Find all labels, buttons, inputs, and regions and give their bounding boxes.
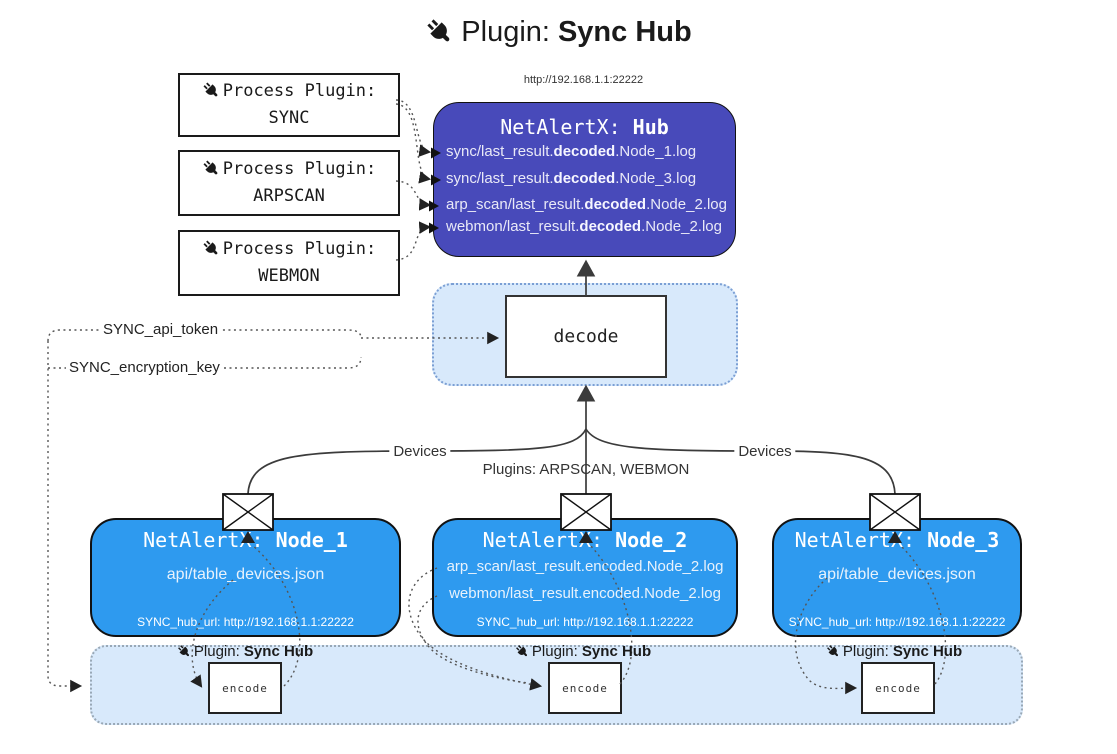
edge-label-devices-left: Devices [389, 443, 451, 460]
node-title: NetAlertX: Node_3 [774, 528, 1020, 552]
plug-icon [174, 641, 195, 662]
hub-title-name: Hub [632, 115, 669, 139]
node-title-name: Node_3 [927, 528, 1000, 552]
entry-post: .Node_3.log [615, 170, 697, 187]
connector-sync-node1 [395, 99, 432, 157]
node-title-prefix: NetAlertX: [482, 528, 616, 552]
decode-box: decode [505, 295, 667, 378]
entry-pre: arp_scan/last_result. [446, 196, 585, 213]
entry-pre: sync/last_result. [446, 143, 554, 160]
hub-box: NetAlertX: Hub sync/last_result.decoded.… [433, 102, 736, 257]
entry-post: .Node_1.log [615, 143, 697, 160]
band-label-prefix: Plugin: [193, 643, 240, 660]
band-label-2: Plugin: Sync Hub [515, 643, 651, 660]
band-label-name: Sync Hub [243, 643, 314, 660]
process-plugin-sync: Process Plugin: SYNC [178, 73, 400, 137]
hub-entry: webmon/last_result.decoded.Node_2.log [446, 218, 734, 240]
process-plugin-label-text: Process Plugin: [222, 81, 377, 101]
band-label-prefix: Plugin: [531, 643, 578, 660]
band-label-name: Sync Hub [581, 643, 652, 660]
entry-bold: decoded [584, 196, 647, 213]
entry-pre: sync/last_result. [446, 170, 554, 187]
process-plugin-label: Process Plugin: [202, 236, 377, 263]
node-3-box: NetAlertX: Node_3 api/table_devices.json… [772, 518, 1022, 637]
entry-bold: decoded [579, 218, 642, 235]
node-title: NetAlertX: Node_2 [434, 528, 736, 552]
encode-box-1: encode [208, 662, 282, 714]
connector-webmon [395, 221, 432, 261]
process-plugin-label-text: Process Plugin: [222, 159, 377, 179]
entry-pre: webmon/last_result. [446, 218, 580, 235]
node-file: api/table_devices.json [166, 566, 325, 583]
node-1-box: NetAlertX: Node_1 api/table_devices.json… [90, 518, 401, 637]
keys-to-band-line [47, 341, 83, 693]
node-title-prefix: NetAlertX: [143, 528, 276, 552]
node-file: webmon/last_result.encoded.Node_2.log [449, 585, 721, 602]
entry-post: .Node_2.log [641, 218, 722, 235]
title-prefix: Plugin: [461, 16, 550, 48]
node-title: NetAlertX: Node_1 [92, 528, 399, 552]
plug-icon [198, 155, 225, 182]
edge-label-devices-right: Devices [734, 443, 796, 460]
process-plugin-name: WEBMON [258, 266, 320, 286]
entry-bold: decoded [553, 143, 616, 160]
process-plugin-label-text: Process Plugin: [222, 239, 377, 259]
node-2-box: NetAlertX: Node_2 arp_scan/last_result.e… [432, 518, 738, 637]
process-plugin-arpscan: Process Plugin: ARPSCAN [178, 150, 400, 216]
process-plugin-name: SYNC [268, 108, 310, 128]
process-plugin-name: ARPSCAN [253, 186, 325, 206]
process-plugin-label: Process Plugin: [202, 78, 377, 105]
edge-label-plugins: Plugins: ARPSCAN, WEBMON [482, 461, 690, 478]
plug-icon [512, 641, 533, 662]
band-label-name: Sync Hub [892, 643, 963, 660]
plug-icon [419, 11, 461, 53]
node-title-prefix: NetAlertX: [794, 528, 928, 552]
process-plugin-label: Process Plugin: [202, 156, 377, 183]
encode-box-2: encode [548, 662, 622, 714]
entry-bold: decoded [553, 170, 616, 187]
node-file: api/table_devices.json [818, 566, 976, 583]
plug-icon [198, 77, 225, 104]
encode-box-3: encode [861, 662, 935, 714]
page-title: Plugin:Sync Hub [0, 16, 1117, 49]
node-title-name: Node_2 [615, 528, 688, 552]
hub-title-prefix: NetAlertX: [500, 115, 633, 139]
hub-title: NetAlertX: Hub [434, 115, 735, 139]
node-file: arp_scan/last_result.encoded.Node_2.log [446, 558, 724, 575]
title-name: Sync Hub [557, 16, 692, 48]
plug-icon [198, 235, 225, 262]
band-label-3: Plugin: Sync Hub [826, 643, 962, 660]
node-title-name: Node_1 [275, 528, 348, 552]
node-hub-url: SYNC_hub_url: http://192.168.1.1:22222 [476, 615, 694, 629]
node-hub-url: SYNC_hub_url: http://192.168.1.1:22222 [137, 615, 354, 629]
hub-entry: arp_scan/last_result.decoded.Node_2.log [446, 196, 734, 218]
node-hub-url: SYNC_hub_url: http://192.168.1.1:22222 [788, 615, 1006, 629]
process-plugin-webmon: Process Plugin: WEBMON [178, 230, 400, 296]
hub-entry: sync/last_result.decoded.Node_3.log [446, 170, 734, 192]
band-label-1: Plugin: Sync Hub [177, 643, 313, 660]
sync-encryption-key-label: SYNC_encryption_key [66, 359, 223, 376]
sync-api-token-label: SYNC_api_token [100, 321, 222, 338]
plugin-to-hub-connectors [395, 99, 432, 261]
entry-post: .Node_2.log [646, 196, 727, 213]
plug-icon [823, 641, 844, 662]
hub-entry: sync/last_result.decoded.Node_1.log [446, 143, 734, 165]
band-label-prefix: Plugin: [842, 643, 889, 660]
connector-arpscan [395, 180, 432, 211]
connector-sync-node3 [395, 103, 432, 184]
hub-url: http://192.168.1.1:22222 [523, 74, 644, 86]
